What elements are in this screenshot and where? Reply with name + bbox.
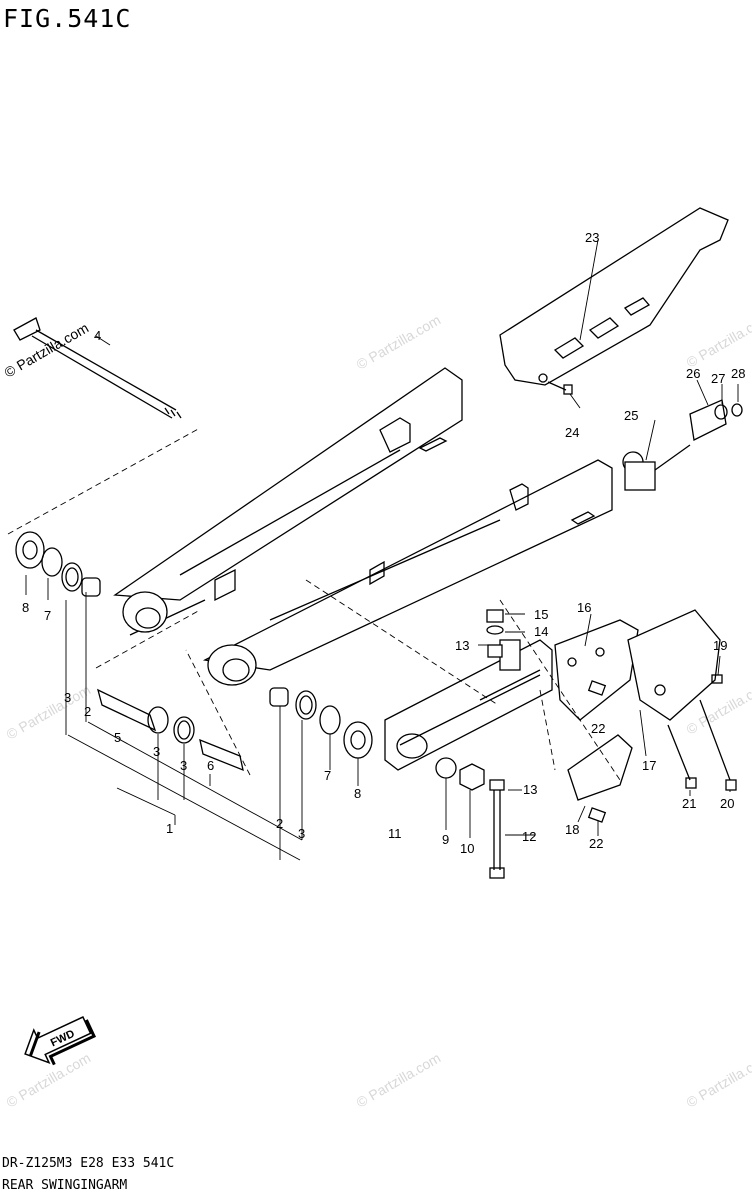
callout-22b: 22 [589, 836, 603, 851]
callout-labels: 23 4 26 27 28 24 25 16 15 14 13 19 8 7 3… [22, 230, 745, 856]
callout-8b: 8 [354, 786, 361, 801]
callout-14: 14 [534, 624, 548, 639]
callout-15: 15 [534, 607, 548, 622]
callout-12: 12 [522, 829, 536, 844]
callout-28: 28 [731, 366, 745, 381]
diagram-subtitle: REAR SWINGINGARM [2, 1178, 128, 1193]
watermark-3: © Partzilla.com [4, 682, 94, 743]
chain-guard [499, 207, 729, 386]
callout-25: 25 [624, 408, 638, 423]
callout-21: 21 [682, 796, 696, 811]
callout-7: 7 [44, 608, 51, 623]
callout-1: 1 [166, 821, 173, 836]
callout-13b: 13 [523, 782, 537, 797]
callout-24: 24 [565, 425, 579, 440]
slider-bolt [486, 609, 505, 879]
callout-11: 11 [388, 826, 402, 841]
watermark-2: © Partzilla.com [684, 310, 752, 371]
swingarm [113, 367, 613, 686]
callout-3: 3 [64, 690, 71, 705]
callout-18: 18 [565, 822, 579, 837]
callout-6: 6 [207, 758, 214, 773]
watermark-main: © Partzilla.com [2, 320, 92, 381]
callout-9: 9 [442, 832, 449, 847]
callout-22: 22 [591, 721, 605, 736]
callout-3d: 3 [298, 826, 305, 841]
bracket-lines [25, 239, 739, 861]
watermark-1: © Partzilla.com [354, 312, 444, 373]
callout-7b: 7 [324, 768, 331, 783]
callout-10: 10 [460, 841, 474, 856]
callout-5: 5 [114, 730, 121, 745]
chain-adjuster [622, 399, 743, 491]
callout-4: 4 [94, 328, 101, 343]
pivot-bushings-left [15, 531, 244, 772]
guide-brackets [554, 609, 721, 823]
model-code: DR-Z125M3 E28 E33 541C [2, 1156, 175, 1171]
callout-2: 2 [84, 704, 91, 719]
callout-3b: 3 [153, 744, 160, 759]
watermark-7: © Partzilla.com [684, 1050, 752, 1111]
leader-lines [7, 427, 621, 781]
pivot-bushings-right [269, 687, 373, 759]
washer-nut [435, 757, 485, 791]
callout-16: 16 [577, 600, 591, 615]
diagram-drawing [7, 207, 743, 879]
callout-2b: 2 [276, 816, 283, 831]
callout-26: 26 [686, 366, 700, 381]
bolt-24 [547, 381, 573, 395]
chain-slider [384, 639, 553, 771]
callout-19: 19 [713, 638, 727, 653]
callout-8: 8 [22, 600, 29, 615]
callout-13: 13 [455, 638, 469, 653]
figure-title: FIG.541C [3, 4, 132, 33]
callout-27: 27 [711, 371, 725, 386]
watermark-5: © Partzilla.com [4, 1050, 94, 1111]
callout-17: 17 [642, 758, 656, 773]
pivot-shaft [13, 317, 182, 419]
callout-20: 20 [720, 796, 734, 811]
callout-3c: 3 [180, 758, 187, 773]
bracket-bolts [667, 674, 737, 791]
callout-23: 23 [585, 230, 599, 245]
watermark-6: © Partzilla.com [354, 1050, 444, 1111]
